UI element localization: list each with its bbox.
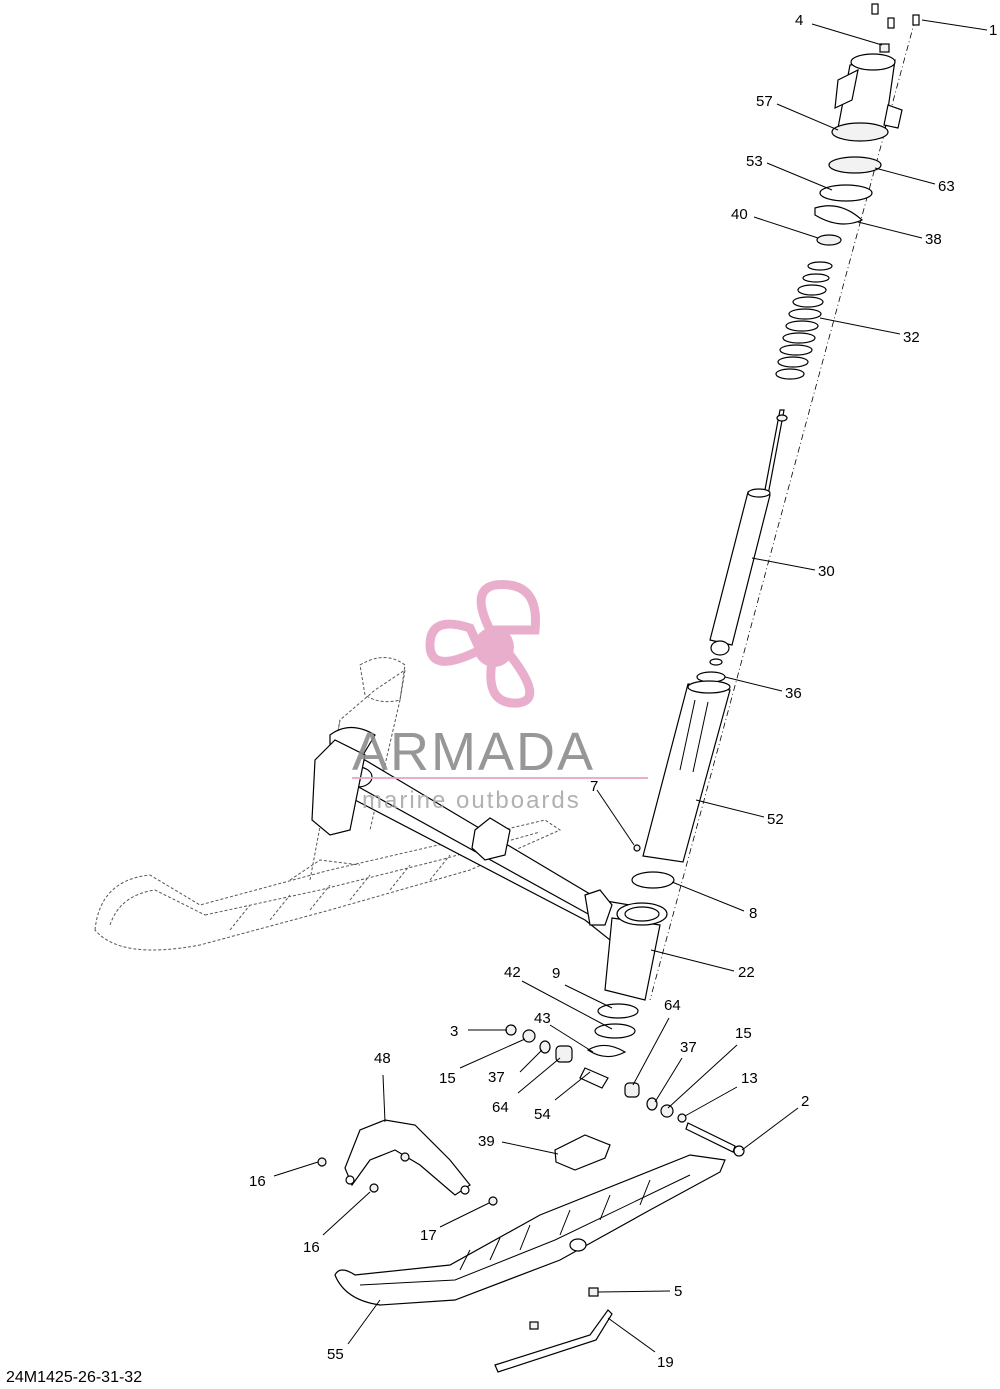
runner-nut-5 <box>588 1287 599 1297</box>
callout-43: 43 <box>534 1010 551 1027</box>
bolt-16b <box>369 1183 379 1193</box>
callout-1: 1 <box>989 22 997 39</box>
callout-8: 8 <box>749 905 757 922</box>
callout-19: 19 <box>657 1354 674 1371</box>
screws <box>871 3 920 29</box>
nut <box>879 43 890 53</box>
ski-block <box>554 1134 611 1171</box>
coil-spring <box>775 261 833 380</box>
shock-absorber <box>709 409 788 666</box>
callout-9: 9 <box>552 965 560 982</box>
circlip-43 <box>586 1044 627 1058</box>
callout-36: 36 <box>785 685 802 702</box>
callout-39: 39 <box>478 1133 495 1150</box>
assembly-axis <box>649 19 916 1001</box>
watermark-tagline: marine outboards <box>362 787 581 814</box>
callout-7: 7 <box>590 778 598 795</box>
callout-48: 48 <box>374 1050 391 1067</box>
callout-55: 55 <box>327 1346 344 1363</box>
callout-32: 32 <box>903 329 920 346</box>
callout-4: 4 <box>795 12 803 29</box>
callout-52: 52 <box>767 811 784 828</box>
pivot-hardware <box>505 1024 745 1157</box>
ski <box>334 1154 726 1306</box>
callout-38: 38 <box>925 231 942 248</box>
callout-16-top: 16 <box>249 1173 266 1190</box>
shock-cover <box>642 680 731 863</box>
callout-22: 22 <box>738 964 755 981</box>
callout-64-bottom: 64 <box>492 1099 509 1116</box>
leader-lines <box>273 19 988 1353</box>
callout-2: 2 <box>801 1093 809 1110</box>
callout-labels: 1 4 57 63 53 40 38 32 30 36 7 52 8 22 42… <box>249 12 997 1371</box>
watermark-brand: ARMADA <box>352 722 595 782</box>
washer-63 <box>828 156 882 174</box>
callout-40: 40 <box>731 206 748 223</box>
callout-30: 30 <box>818 563 835 580</box>
callout-16-bottom: 16 <box>303 1239 320 1256</box>
upper-housing <box>831 53 903 142</box>
suspension-arm <box>311 726 668 1001</box>
callout-64-top: 64 <box>664 997 681 1014</box>
ski-runner <box>494 1309 613 1373</box>
callout-13: 13 <box>741 1070 758 1087</box>
callout-3: 3 <box>450 1023 458 1040</box>
ring-40 <box>816 234 842 246</box>
retainer-38 <box>814 205 864 225</box>
nut-left <box>400 1152 410 1162</box>
callout-15-right: 15 <box>735 1025 752 1042</box>
ball <box>633 844 641 852</box>
callout-17: 17 <box>420 1227 437 1244</box>
bolt-17 <box>488 1196 498 1206</box>
callout-57: 57 <box>756 93 773 110</box>
plate-53 <box>819 184 873 202</box>
callout-54: 54 <box>534 1106 551 1123</box>
watermark: ARMADA marine outboards <box>352 580 648 814</box>
diagram-code: 24M1425-26-31-32 <box>6 1369 142 1386</box>
bolt-16a <box>317 1157 327 1167</box>
callout-37-right: 37 <box>680 1039 697 1056</box>
runner-nut-small <box>529 1321 539 1330</box>
callout-42: 42 <box>504 964 521 981</box>
ring-42 <box>594 1023 636 1039</box>
callout-5: 5 <box>674 1283 682 1300</box>
propeller-logo-icon <box>425 580 540 708</box>
callout-53: 53 <box>746 153 763 170</box>
callout-37-left: 37 <box>488 1069 505 1086</box>
callout-15-left: 15 <box>439 1070 456 1087</box>
ring-9 <box>597 1003 639 1019</box>
ring-8 <box>631 871 675 889</box>
callout-63: 63 <box>938 178 955 195</box>
